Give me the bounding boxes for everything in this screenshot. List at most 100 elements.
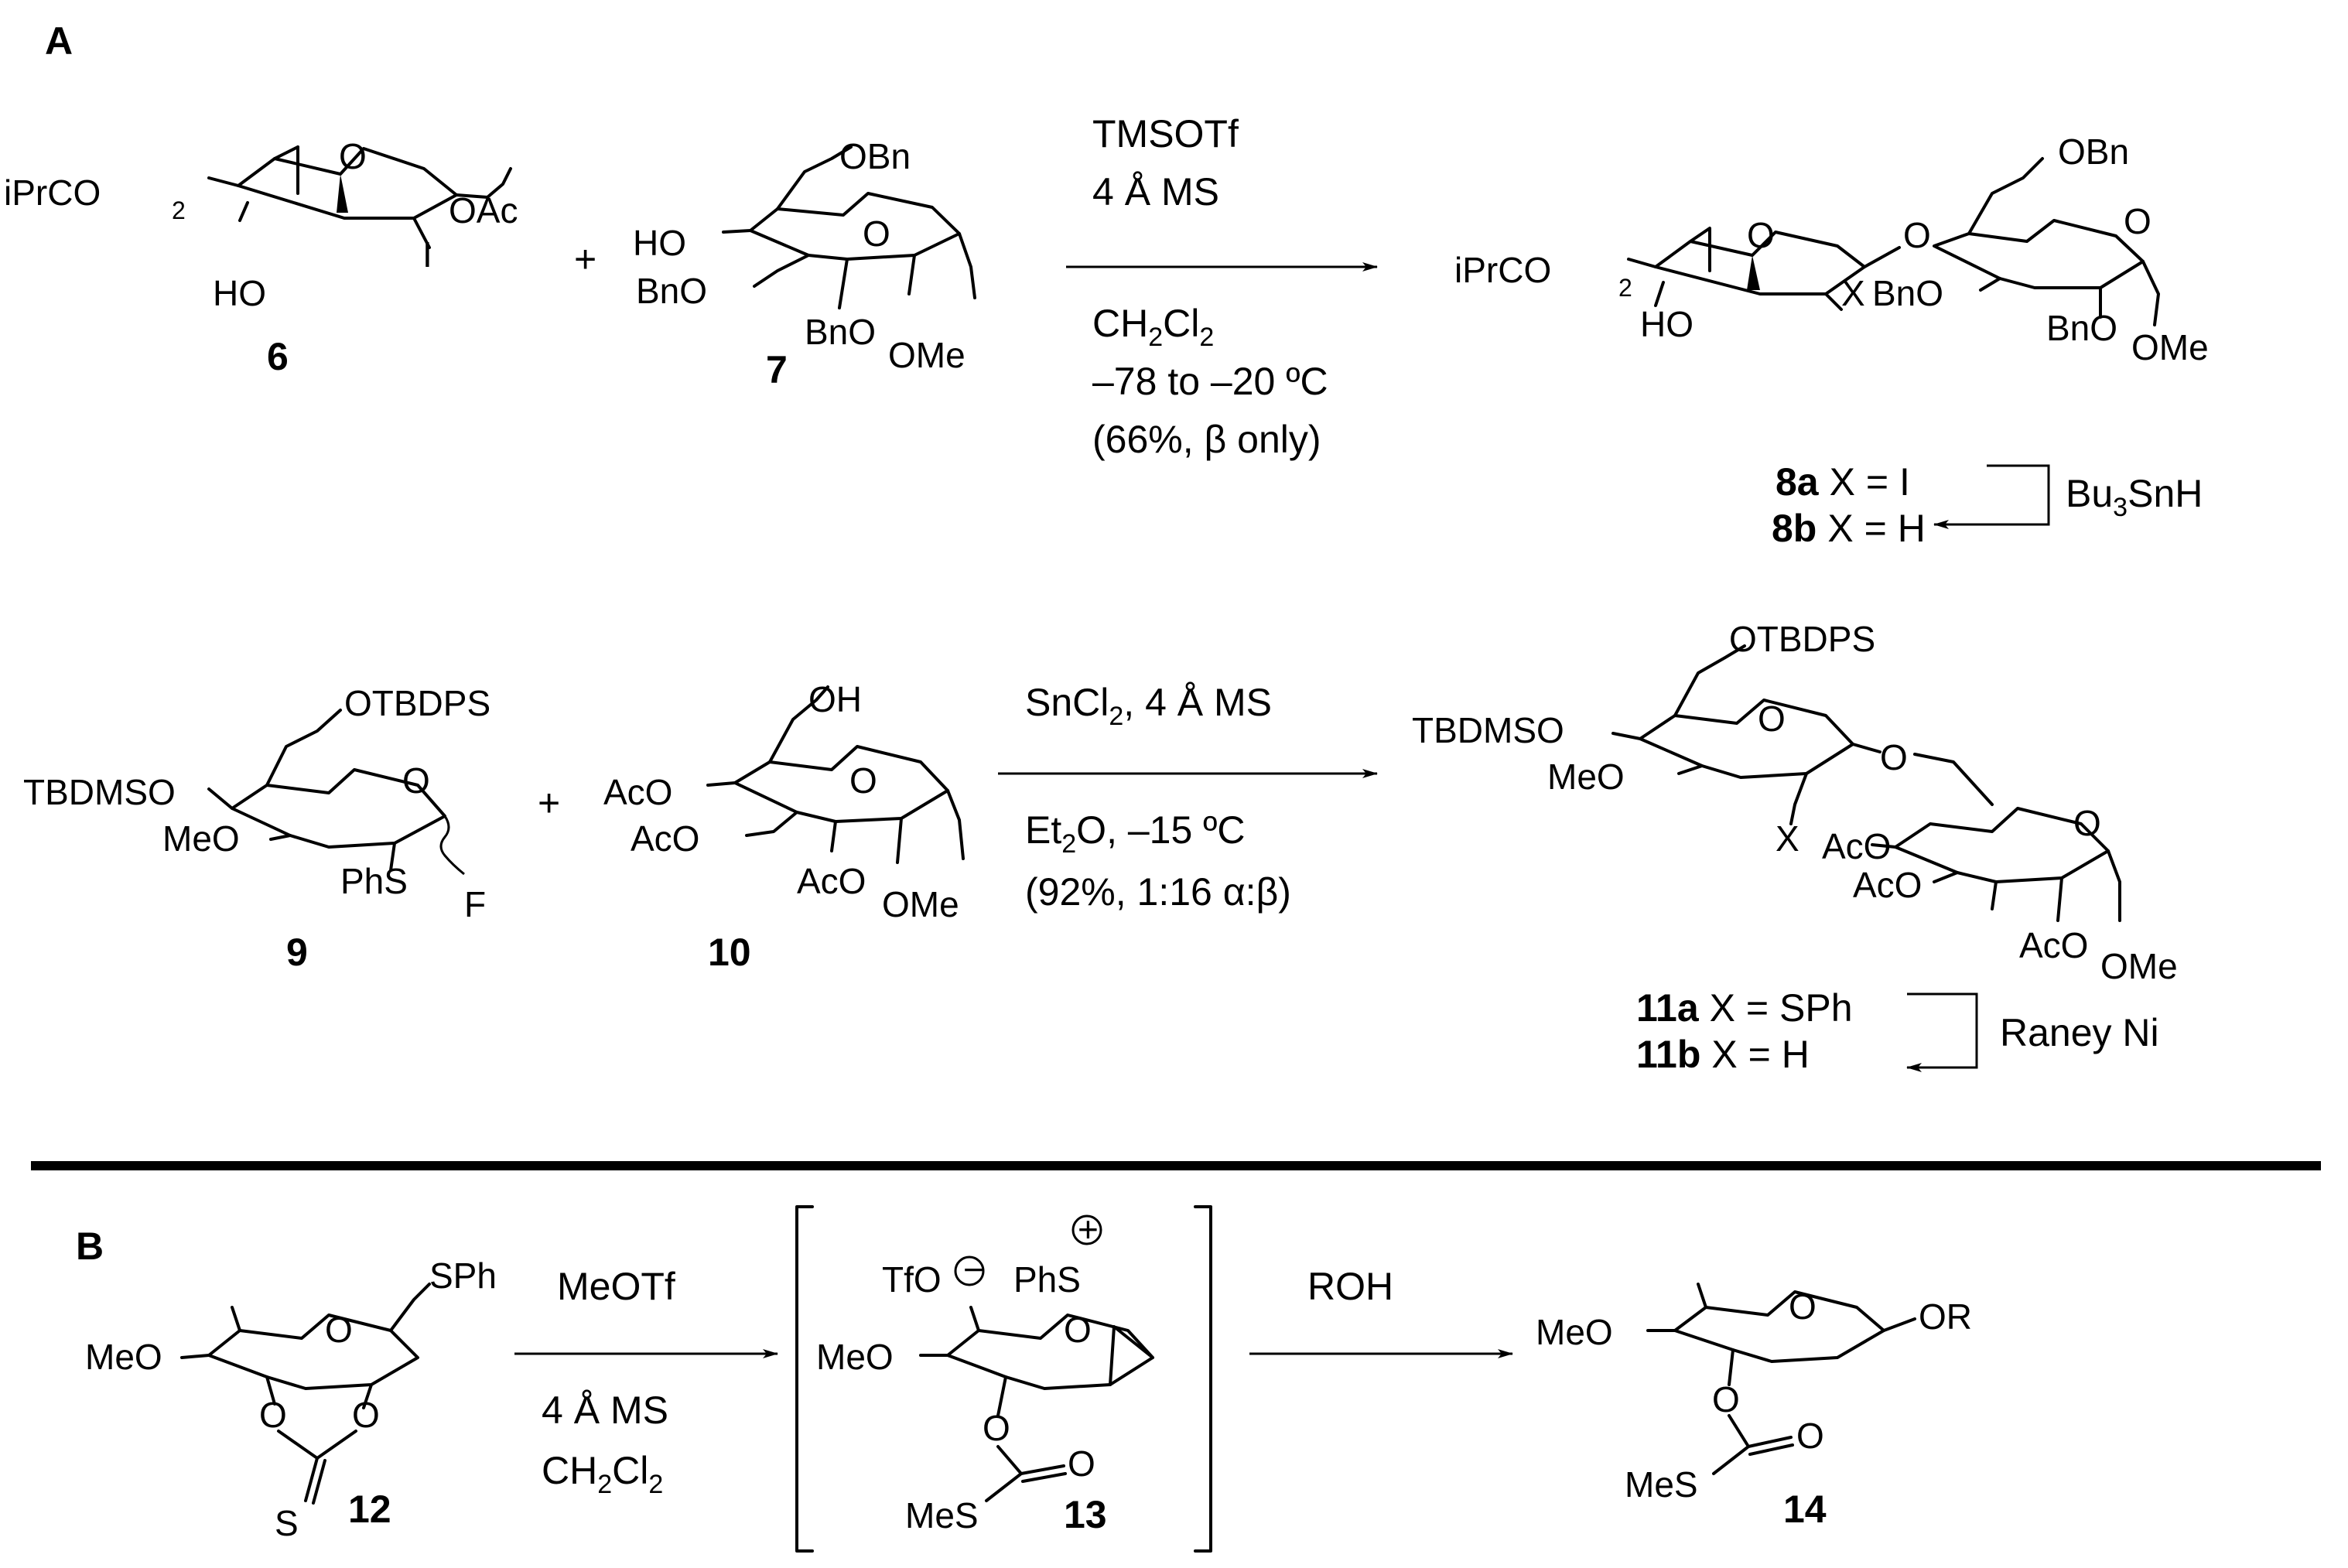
compound-number-7: 7 <box>766 348 788 391</box>
svg-text:AcO: AcO <box>603 772 672 812</box>
svg-text:Raney Ni: Raney Ni <box>2000 1011 2159 1054</box>
svg-text:2: 2 <box>1618 274 1632 302</box>
svg-text:O: O <box>1712 1379 1740 1419</box>
compound-number-9: 9 <box>286 931 308 974</box>
svg-text:O: O <box>339 136 367 176</box>
svg-text:OMe: OMe <box>882 884 959 924</box>
svg-text:2: 2 <box>172 196 186 224</box>
svg-text:OBn: OBn <box>839 136 911 176</box>
compound-12: SPh MeO O O O S 12 <box>85 1255 497 1543</box>
svg-text:CH2Cl2: CH2Cl2 <box>1092 302 1214 352</box>
svg-text:O: O <box>1758 699 1786 739</box>
svg-text:MeO: MeO <box>85 1337 162 1377</box>
svg-text:MeOTf: MeOTf <box>557 1265 675 1308</box>
svg-text:OH: OH <box>808 679 862 719</box>
svg-text:ROH: ROH <box>1307 1265 1393 1308</box>
svg-text:AcO: AcO <box>1853 865 1922 905</box>
svg-text:MeO: MeO <box>816 1337 894 1377</box>
svg-text:I: I <box>422 234 432 275</box>
svg-text:−: − <box>963 1249 984 1290</box>
svg-text:O: O <box>259 1395 287 1435</box>
svg-text:AcO: AcO <box>2019 925 2088 965</box>
compound-7: OBn HO BnO O BnO OMe 7 <box>633 136 976 391</box>
reaction-4: ROH <box>1249 1265 1513 1358</box>
panel-label-a: A <box>45 19 73 63</box>
svg-text:OMe: OMe <box>2131 327 2209 367</box>
svg-text:+: + <box>1078 1209 1099 1249</box>
svg-text:O: O <box>2073 803 2101 843</box>
svg-text:F: F <box>464 884 486 924</box>
svg-text:CH2Cl2: CH2Cl2 <box>542 1449 663 1499</box>
svg-text:OR: OR <box>1919 1296 1972 1337</box>
svg-text:BnO: BnO <box>636 271 707 311</box>
compound-number-13: 13 <box>1064 1493 1107 1536</box>
svg-text:X: X <box>1841 273 1865 313</box>
intermediate-13: − + TfO PhS MeO O O O MeS 13 <box>795 1205 1212 1553</box>
svg-text:MeS: MeS <box>905 1495 979 1536</box>
reduction-arrow-8 <box>1933 464 2050 529</box>
reaction-3: MeOTf 4 Å MS CH2Cl2 <box>514 1265 778 1499</box>
panel-label-b: B <box>76 1225 104 1268</box>
svg-text:SnCl2, 4 Å MS: SnCl2, 4 Å MS <box>1025 681 1272 731</box>
compound-6: iPrCO 2 HO O OAc I 6 <box>4 136 518 378</box>
svg-text:HO: HO <box>1640 304 1693 344</box>
svg-text:TBDMSO: TBDMSO <box>23 772 176 812</box>
svg-text:Et2O, –15 ºC: Et2O, –15 ºC <box>1025 808 1246 859</box>
svg-text:SPh: SPh <box>429 1255 497 1296</box>
compound-number-12: 12 <box>348 1488 391 1531</box>
svg-text:O: O <box>402 760 430 801</box>
negative-charge-icon <box>954 1255 985 1286</box>
svg-text:TfO: TfO <box>882 1259 942 1300</box>
compound-14: MeO O OR O O MeS 14 <box>1536 1283 1972 1531</box>
svg-text:S: S <box>275 1503 299 1543</box>
svg-text:OMe: OMe <box>2100 946 2178 986</box>
compound-number-10: 10 <box>708 931 751 974</box>
svg-text:BnO: BnO <box>805 312 876 352</box>
svg-text:O: O <box>1903 215 1931 255</box>
svg-text:8bX = H: 8bX = H <box>1772 507 1926 550</box>
svg-text:O: O <box>325 1310 353 1350</box>
svg-text:OBn: OBn <box>2058 132 2129 172</box>
plus-sign-2: + <box>538 781 560 825</box>
svg-text:O: O <box>2124 201 2151 241</box>
svg-text:HO: HO <box>633 223 686 263</box>
svg-text:PhS: PhS <box>340 861 408 901</box>
svg-text:(92%, 1:16 α:β): (92%, 1:16 α:β) <box>1025 870 1291 914</box>
svg-text:MeO: MeO <box>1547 757 1625 797</box>
svg-text:O: O <box>863 214 890 254</box>
panel-divider <box>31 1161 2321 1170</box>
svg-text:HO: HO <box>213 273 266 313</box>
compound-11: OTBDPS TBDMSO MeO O O X AcO AcO O AcO OM… <box>1412 619 2178 986</box>
svg-text:Bu3SnH: Bu3SnH <box>2066 472 2203 522</box>
svg-text:O: O <box>1068 1443 1095 1484</box>
svg-text:O: O <box>1747 215 1775 255</box>
compound-9: OTBDPS TBDMSO MeO O PhS F 9 <box>23 683 490 974</box>
svg-text:MeO: MeO <box>1536 1312 1613 1352</box>
reaction-2: SnCl2, 4 Å MS Et2O, –15 ºC (92%, 1:16 α:… <box>998 681 1378 914</box>
svg-text:AcO: AcO <box>1822 826 1891 866</box>
svg-text:O: O <box>983 1408 1010 1448</box>
svg-text:4 Å MS: 4 Å MS <box>542 1389 668 1432</box>
svg-text:OTBDPS: OTBDPS <box>1729 619 1875 659</box>
svg-text:8aX = I: 8aX = I <box>1776 460 1910 504</box>
svg-text:(66%, β only): (66%, β only) <box>1092 418 1321 461</box>
svg-text:BnO: BnO <box>2046 308 2117 348</box>
compound-number-14: 14 <box>1783 1488 1827 1531</box>
svg-text:iPrCO: iPrCO <box>4 173 101 213</box>
svg-text:O: O <box>1789 1286 1817 1327</box>
positive-charge-icon <box>1071 1214 1102 1245</box>
svg-text:4 Å MS: 4 Å MS <box>1092 170 1219 214</box>
compound-8: iPrCO 2 HO O X O BnO OBn O BnO OMe <box>1454 132 2209 367</box>
svg-text:iPrCO: iPrCO <box>1454 250 1551 290</box>
svg-text:AcO: AcO <box>631 818 699 859</box>
plus-sign-1: + <box>574 237 596 281</box>
svg-text:OAc: OAc <box>449 190 518 231</box>
svg-text:TBDMSO: TBDMSO <box>1412 710 1564 750</box>
compound-number-6: 6 <box>267 335 289 378</box>
svg-text:OTBDPS: OTBDPS <box>344 683 490 723</box>
svg-text:O: O <box>352 1395 380 1435</box>
